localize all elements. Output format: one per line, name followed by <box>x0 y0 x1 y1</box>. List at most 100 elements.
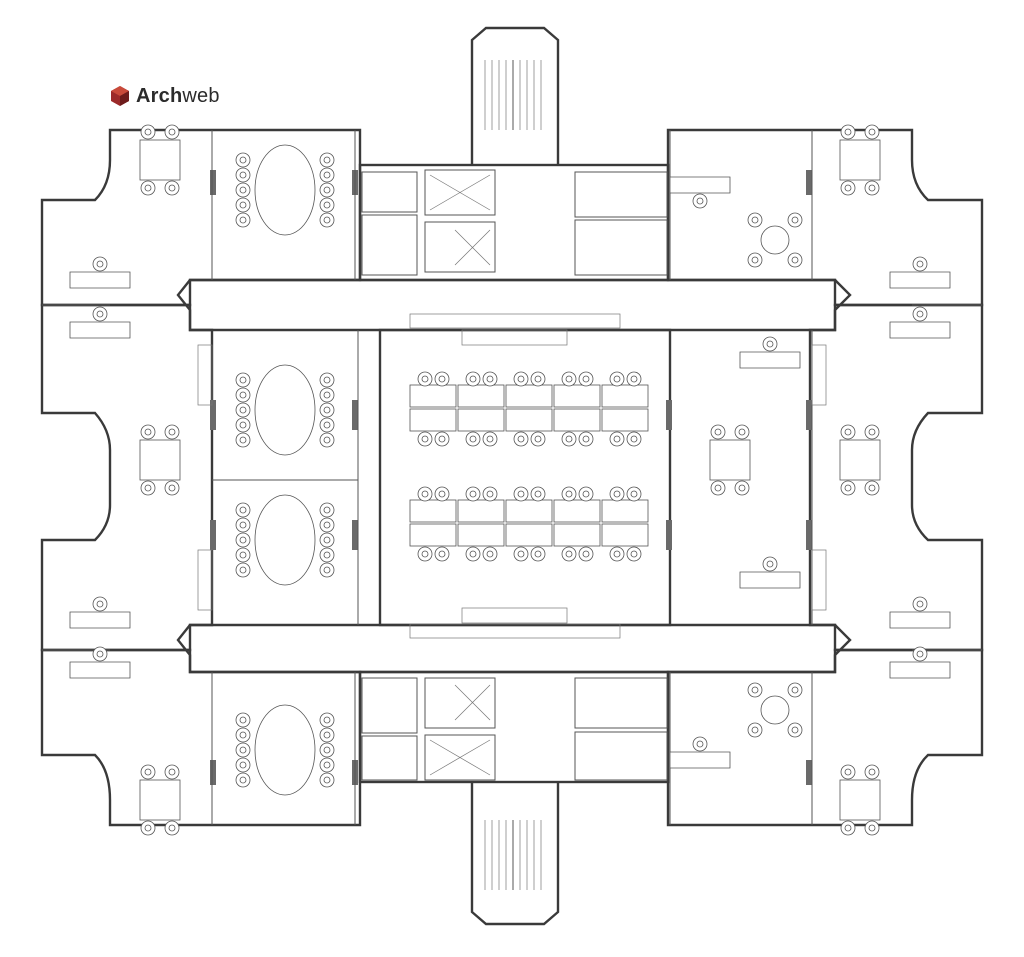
chair-seat <box>534 490 542 498</box>
executive-desk <box>69 271 131 289</box>
desk <box>553 523 601 547</box>
meeting-table <box>254 494 316 586</box>
chair-seat <box>239 536 247 544</box>
chair-seat <box>844 128 852 136</box>
chair-seat <box>239 761 247 769</box>
chair-seat <box>323 521 331 529</box>
chair-seat <box>517 550 525 558</box>
desk <box>601 408 649 432</box>
executive-desk <box>69 661 131 679</box>
chair-seat <box>582 490 590 498</box>
chair-seat <box>630 375 638 383</box>
chair-seat <box>486 550 494 558</box>
chair-seat <box>239 421 247 429</box>
desk <box>839 139 881 181</box>
chair-seat <box>323 506 331 514</box>
chair-seat <box>791 726 799 734</box>
chair-seat <box>844 824 852 832</box>
meeting-table <box>254 144 316 236</box>
chair-seat <box>486 490 494 498</box>
desk <box>139 439 181 481</box>
desk <box>457 408 505 432</box>
chair-seat <box>239 216 247 224</box>
chair-seat <box>916 310 924 318</box>
chair-seat <box>239 186 247 194</box>
chair-seat <box>96 600 104 608</box>
logo-text-arch: Arch <box>136 84 183 107</box>
chair-seat <box>751 726 759 734</box>
chair-seat <box>239 506 247 514</box>
chair-seat <box>239 376 247 384</box>
executive-desk <box>669 751 731 769</box>
chair-seat <box>323 436 331 444</box>
chair-seat <box>323 171 331 179</box>
logo-text-web: web <box>182 84 220 107</box>
chair-seat <box>868 768 876 776</box>
chair-seat <box>517 435 525 443</box>
chair-seat <box>323 746 331 754</box>
desk <box>709 439 751 481</box>
executive-desk <box>889 271 951 289</box>
chair-seat <box>630 490 638 498</box>
chair-seat <box>738 428 746 436</box>
chair-seat <box>844 484 852 492</box>
chair-seat <box>916 260 924 268</box>
chair-seat <box>438 435 446 443</box>
round-table <box>760 695 790 725</box>
desk <box>457 384 505 408</box>
chair-seat <box>168 428 176 436</box>
chair-seat <box>766 560 774 568</box>
chair-seat <box>96 260 104 268</box>
executive-desk <box>739 351 801 369</box>
chair-seat <box>421 550 429 558</box>
desk <box>409 384 457 408</box>
chair-seat <box>323 566 331 574</box>
chair-seat <box>323 391 331 399</box>
chair-seat <box>323 716 331 724</box>
chair-seat <box>517 375 525 383</box>
desk <box>553 499 601 523</box>
desk <box>505 499 553 523</box>
chair-seat <box>239 521 247 529</box>
chair-seat <box>144 184 152 192</box>
chair-seat <box>582 550 590 558</box>
executive-desk <box>739 571 801 589</box>
chair-seat <box>517 490 525 498</box>
chair-seat <box>844 428 852 436</box>
chair-seat <box>323 536 331 544</box>
desk <box>601 523 649 547</box>
chair-seat <box>791 216 799 224</box>
chair-seat <box>613 435 621 443</box>
chair-seat <box>565 550 573 558</box>
chair-seat <box>486 375 494 383</box>
service-core <box>361 169 668 781</box>
chair-seat <box>168 824 176 832</box>
chair-seat <box>469 435 477 443</box>
chair-seat <box>438 490 446 498</box>
chair-seat <box>421 490 429 498</box>
chair-seat <box>144 824 152 832</box>
chair-seat <box>323 406 331 414</box>
logo-wordmark: Archweb <box>136 85 220 108</box>
chair-seat <box>916 650 924 658</box>
chair-seat <box>144 128 152 136</box>
meeting-table <box>254 364 316 456</box>
chair-seat <box>239 171 247 179</box>
desk <box>601 384 649 408</box>
chair-seat <box>144 428 152 436</box>
desk <box>839 779 881 821</box>
chair-seat <box>239 201 247 209</box>
chair-seat <box>239 156 247 164</box>
desk <box>457 499 505 523</box>
chair-seat <box>613 490 621 498</box>
executive-desk <box>889 321 951 339</box>
desk <box>839 439 881 481</box>
chair-seat <box>582 375 590 383</box>
chair-seat <box>469 375 477 383</box>
chair-seat <box>239 391 247 399</box>
executive-desk <box>889 611 951 629</box>
hexagon-cube-icon <box>111 86 129 106</box>
chair-seat <box>534 550 542 558</box>
desk <box>139 139 181 181</box>
desk <box>505 523 553 547</box>
